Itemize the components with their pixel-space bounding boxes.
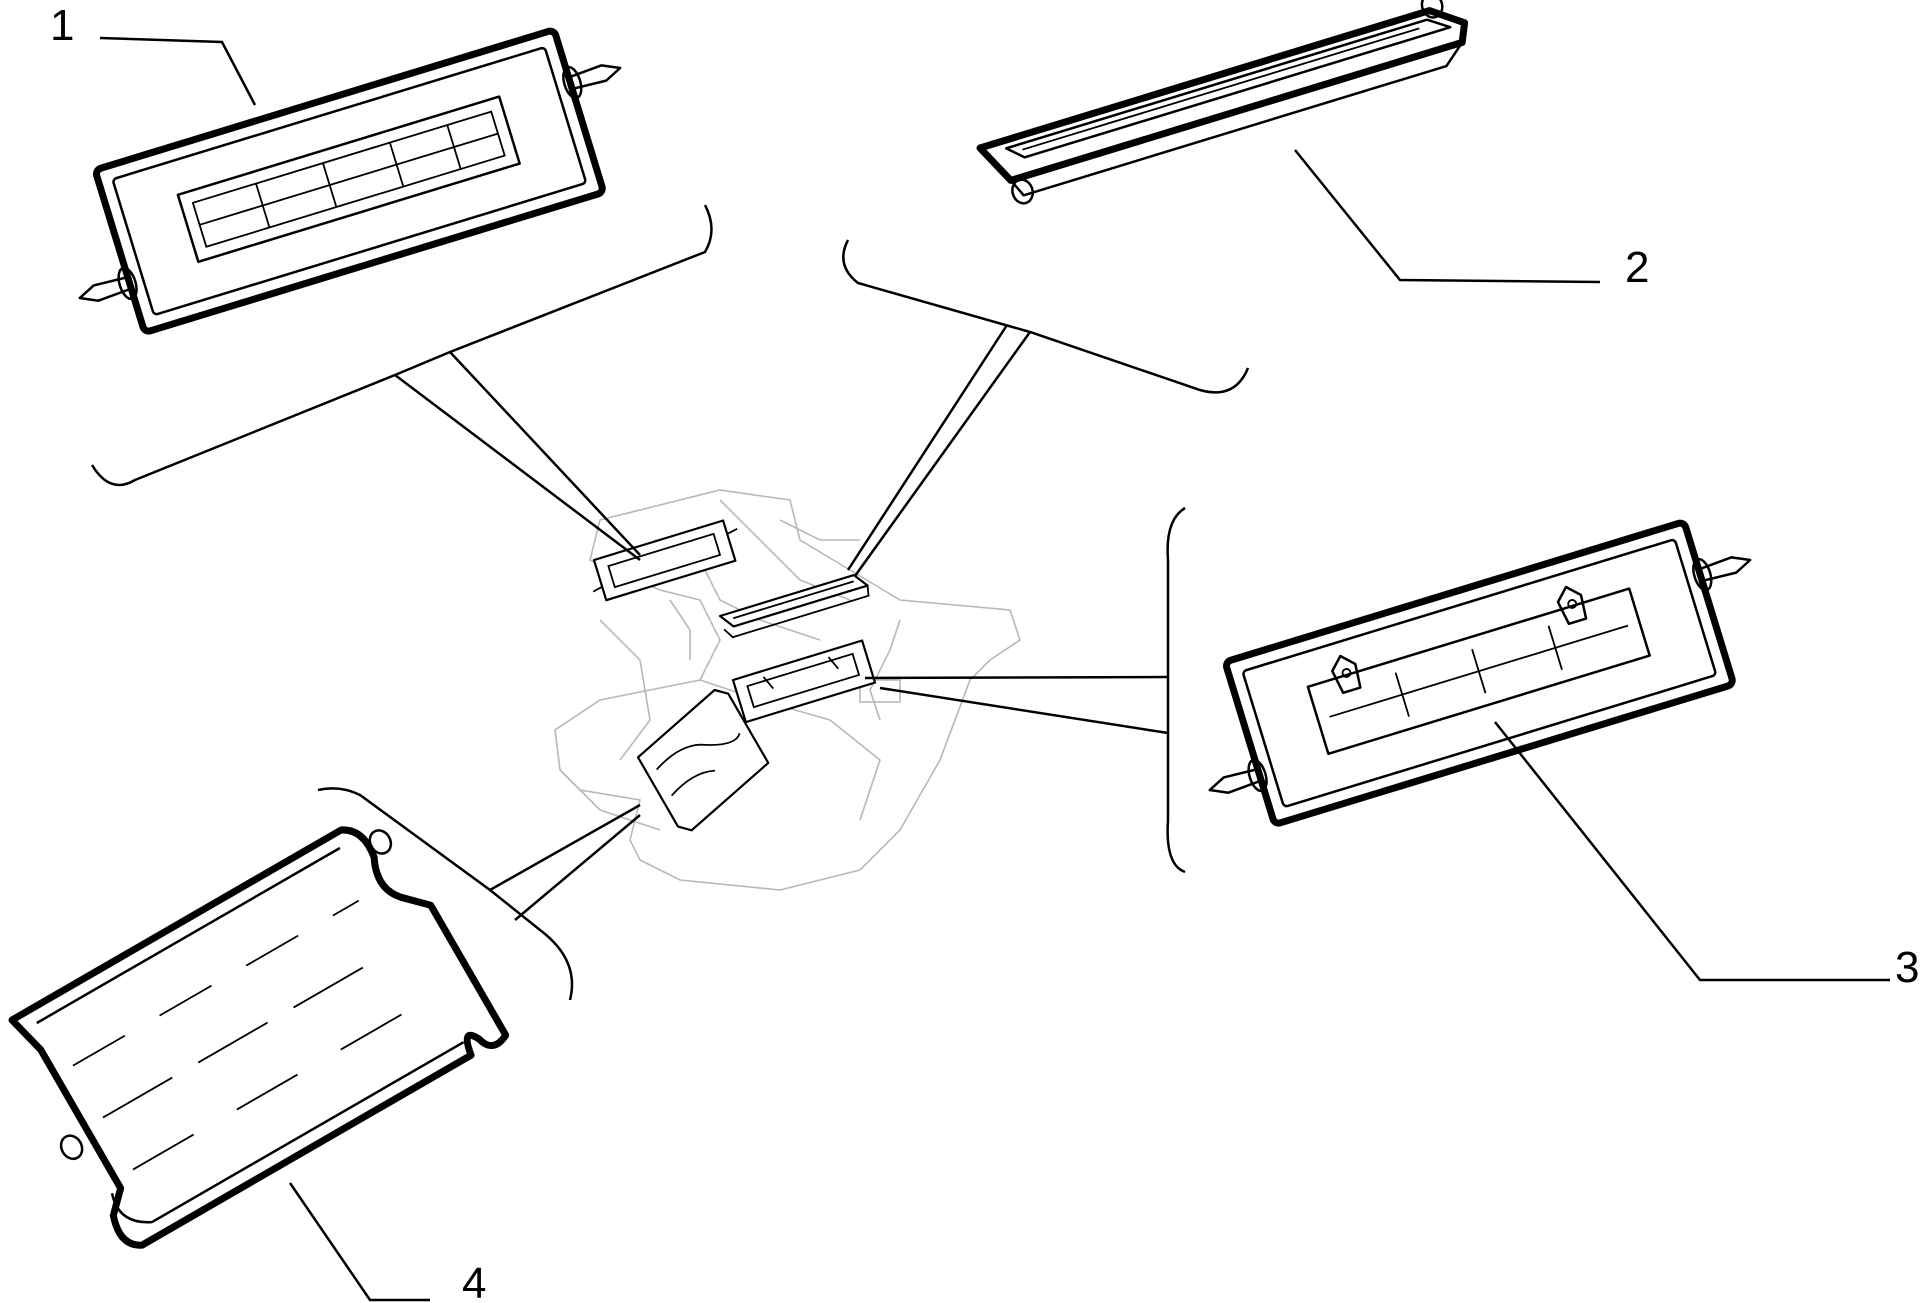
part-2-flat-flap — [976, 0, 1469, 205]
assembly-part-1-small — [592, 519, 738, 602]
part-1-vent-flap — [78, 27, 622, 335]
part-3-vent-flap-with-clips — [1208, 519, 1752, 827]
callout-1: 1 — [50, 1, 74, 50]
callout-leaders — [99, 36, 1890, 1302]
part-4-curved-door — [8, 826, 510, 1249]
assembly-part-4-small — [636, 688, 770, 832]
callout-4: 4 — [462, 1259, 486, 1303]
assembly-part-3-small — [731, 639, 877, 724]
assembly-part-2-small — [718, 573, 870, 639]
callout-2: 2 — [1625, 243, 1649, 292]
callout-3: 3 — [1895, 943, 1919, 992]
leader-lines — [90, 204, 1250, 1001]
